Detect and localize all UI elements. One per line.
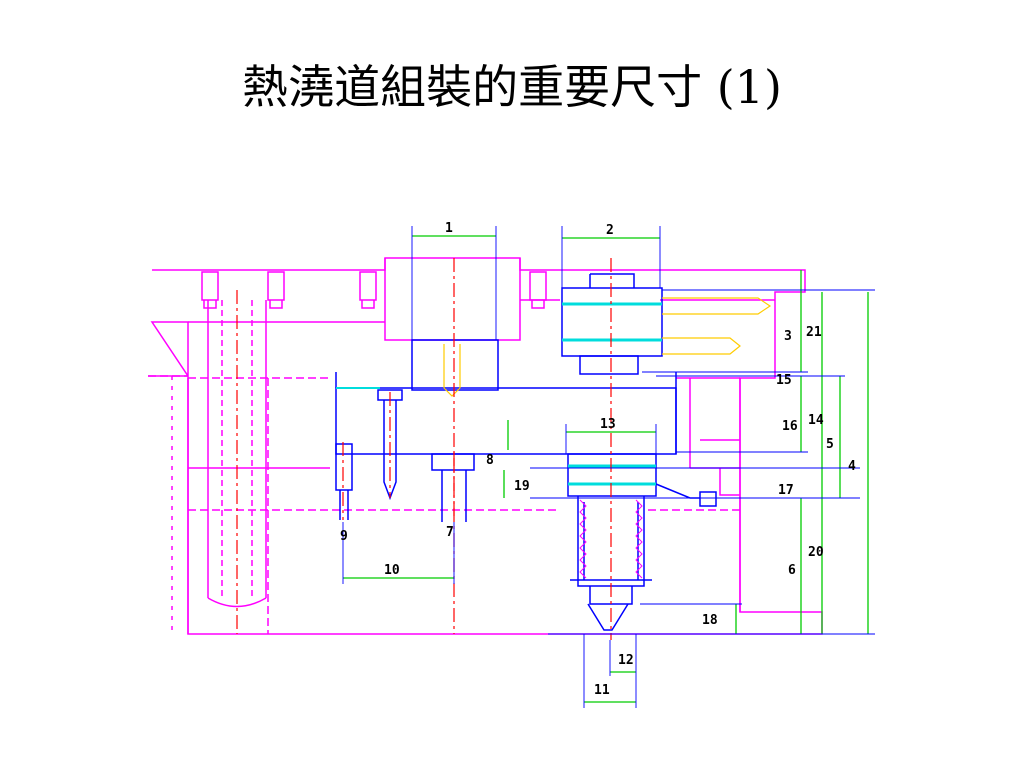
dimension-numbers: 1 2 3 21 15 16 14 5 4 17 20 6 18 13 8 19…	[340, 221, 856, 698]
dim-label-12: 12	[618, 653, 634, 668]
dim-label-10: 10	[384, 563, 400, 578]
dim-label-6: 6	[788, 563, 796, 578]
slide-title: 熱澆道組裝的重要尺寸 (1)	[242, 60, 782, 114]
dim-label-5: 5	[826, 437, 834, 452]
heater-bolts	[443, 297, 772, 397]
centerlines	[236, 258, 612, 640]
dim-label-18: 18	[702, 613, 718, 628]
dim-label-4: 4	[848, 459, 856, 474]
dim-label-9: 9	[340, 529, 348, 544]
extension-lines	[342, 226, 875, 708]
clamp-bolts	[201, 271, 547, 309]
dim-label-20: 20	[808, 545, 824, 560]
dim-label-21: 21	[806, 325, 822, 340]
dim-label-8: 8	[486, 453, 494, 468]
dim-label-13: 13	[600, 417, 616, 432]
dim-label-7: 7	[446, 525, 454, 540]
dim-label-2: 2	[606, 223, 614, 238]
dim-label-1: 1	[445, 221, 453, 236]
cooling-bands	[336, 302, 662, 486]
dim-label-15: 15	[776, 373, 792, 388]
dim-label-19: 19	[514, 479, 530, 494]
dim-label-16: 16	[782, 419, 798, 434]
dim-label-14: 14	[808, 413, 824, 428]
heater-coil	[579, 499, 643, 579]
dimension-lines	[343, 235, 869, 703]
dim-label-11: 11	[594, 683, 610, 698]
dim-label-3: 3	[784, 329, 792, 344]
dim-label-17: 17	[778, 483, 794, 498]
